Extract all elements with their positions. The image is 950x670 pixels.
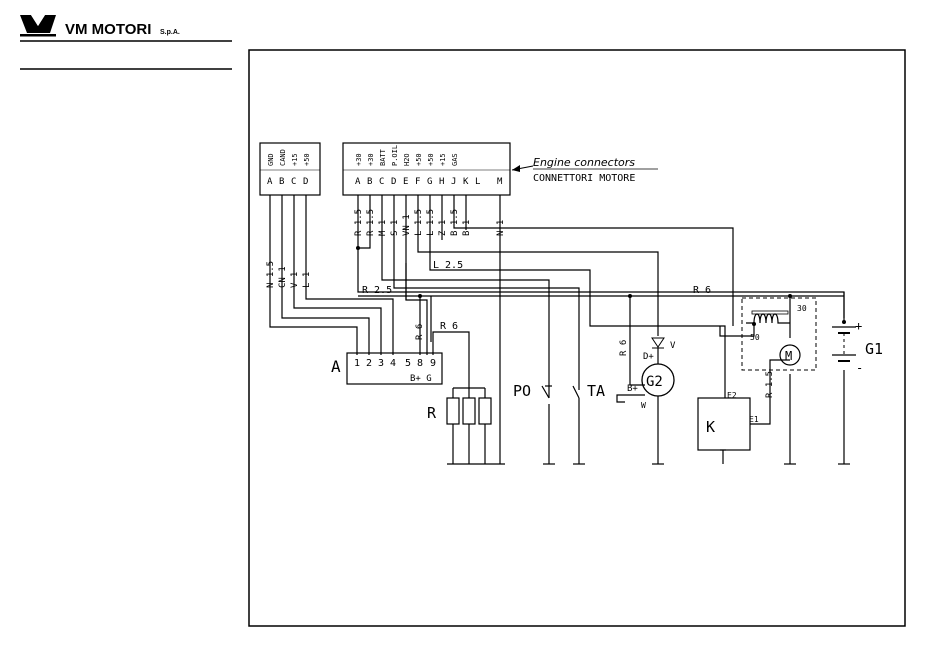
battery-g1: + - G1 (832, 319, 883, 375)
switch-ta-label: TA (587, 382, 605, 400)
right-connector-pin-letter: F (415, 177, 420, 187)
left-connector-pin-letter: D (303, 177, 308, 187)
g2-label: G2 (646, 374, 663, 390)
left-connector-pin-label: CAND (279, 149, 287, 166)
module-a-pin: 9 (430, 358, 436, 369)
diagram-frame (248, 49, 906, 627)
relay-k: K E2 E1 (697, 391, 759, 451)
junction-dots (356, 246, 846, 326)
module-a-sub: B+ G (410, 374, 432, 384)
right-wire-label: L 1.5 (414, 209, 424, 236)
wires (269, 195, 845, 464)
starter-motor: M 30 50 (741, 297, 817, 371)
module-a-pin: 1 (354, 358, 360, 369)
left-wire-label: CN 1 (278, 266, 288, 288)
wire-label-r6d: R 6 (619, 340, 629, 356)
motor-label: M (785, 349, 792, 363)
switch-po (541, 385, 552, 399)
module-a-pin: 5 (405, 358, 411, 369)
right-connector-pin-letter: G (427, 177, 432, 187)
wire-label-r6a: R 6 (693, 285, 711, 296)
wire-label-r25: R 2.5 (362, 285, 392, 296)
engine-connectors-callout: Engine connectors CONNETTORI MOTORE (511, 156, 658, 184)
right-connector-pin-label: BATT (379, 148, 387, 166)
g2-v-label: V (670, 341, 676, 351)
right-connector-pin-letter: C (379, 177, 384, 187)
wire-label-r6c: R 6 (415, 324, 425, 340)
right-connector-pin-label: +50 (427, 153, 435, 166)
right-connector-pin-label: GAS (451, 153, 459, 166)
wire-label-l25: L 2.5 (433, 260, 463, 271)
right-connector-pin-letter: D (391, 177, 396, 187)
right-connector-pin-label: +30 (355, 153, 363, 166)
right-wire-label: VN 1 (402, 214, 412, 236)
module-a-pin: 3 (378, 358, 384, 369)
relay-e2-label: E2 (727, 391, 737, 400)
left-connector-pin-letter: C (291, 177, 296, 187)
right-connector-pin-letter: J (451, 177, 456, 187)
alternator-g2: G2 V D+ B+ W (627, 337, 676, 410)
right-connector-pin-letter: H (439, 177, 444, 187)
left-connector-pin-label: +50 (303, 153, 311, 166)
module-a-pin: 2 (366, 358, 372, 369)
left-wire-label: V 1 (290, 272, 300, 288)
right-wire-label: R 1.5 (354, 209, 364, 236)
right-connector-pin-label: +15 (439, 153, 447, 166)
left-wire-label: N 1.5 (266, 261, 276, 288)
right-wire-label: S 1 (390, 220, 400, 236)
engine-connectors-it: CONNETTORI MOTORE (533, 173, 635, 184)
switch-ta (572, 385, 580, 399)
right-connector-pin-label: +30 (367, 153, 375, 166)
engine-connectors-en: Engine connectors (533, 156, 635, 169)
brand-suffix: S.p.A. (160, 29, 180, 36)
g2-w-label: W (641, 401, 646, 410)
left-connector-pin-label: GND (267, 153, 275, 166)
module-a-pin: 4 (390, 358, 396, 369)
terminal-50: 50 (750, 333, 760, 342)
module-a-pin: 8 (417, 358, 423, 369)
right-wire-label: Z 1 (438, 220, 448, 236)
brand-name: VM MOTORI (65, 21, 151, 38)
brand-logo: VM MOTORI S.p.A. (20, 15, 232, 42)
battery-minus: - (856, 361, 863, 375)
right-wire-label: M 1 (378, 220, 388, 236)
switch-po-label: PO (513, 382, 531, 400)
g2-dplus-label: D+ (643, 352, 654, 362)
right-connector-pin-label: H2O (403, 153, 411, 166)
right-connector-pin-label: P.OIL (391, 145, 399, 166)
right-wire-label: B 1.5 (450, 209, 460, 236)
left-wire-label: L 1 (302, 272, 312, 288)
battery-plus: + (855, 319, 862, 333)
right-connector-pin-letter: M (497, 177, 503, 187)
battery-label: G1 (865, 340, 883, 358)
terminal-30: 30 (797, 304, 807, 313)
right-connector-pin-letter: A (355, 177, 361, 187)
right-connector-pin-letter: K (463, 177, 469, 187)
right-wire-label: R 1.5 (366, 209, 376, 236)
right-wire-label: L 1.5 (426, 209, 436, 236)
wire-label-r6b: R 6 (440, 321, 458, 332)
module-a-label: A (331, 357, 341, 376)
wire-label-r15: R 1.5 (765, 371, 775, 398)
right-connector-pin-letter: L (475, 177, 480, 187)
left-connector-pin-label: +15 (291, 153, 299, 166)
right-connector-pin-label: +50 (415, 153, 423, 166)
left-connector-pin-letter: A (267, 177, 273, 187)
left-connector-pin-letter: B (279, 177, 284, 187)
relay-e1-label: E1 (749, 415, 759, 424)
resistor-label: R (427, 404, 437, 422)
resistor-bank: R (427, 397, 492, 425)
relay-k-label: K (706, 418, 715, 436)
right-connector-pin-letter: E (403, 177, 408, 187)
right-connector-pin-letter: B (367, 177, 372, 187)
g2-bplus-label: B+ (627, 384, 638, 394)
